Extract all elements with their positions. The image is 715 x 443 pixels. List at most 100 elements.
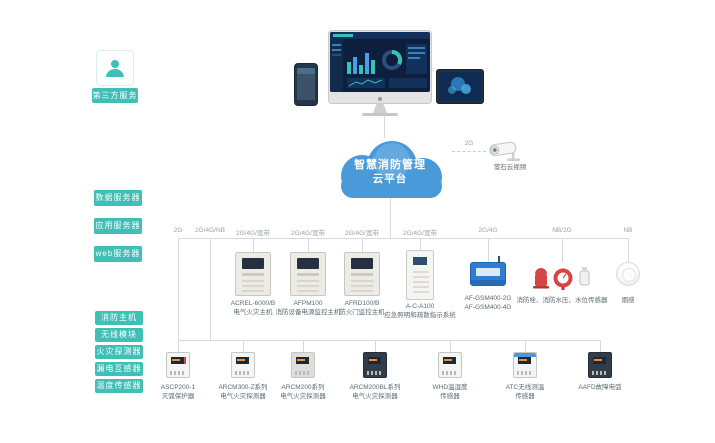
gateway-label-strip bbox=[476, 268, 500, 276]
cabinet-slots bbox=[413, 271, 429, 293]
monitor-stand bbox=[373, 104, 387, 113]
user-icon bbox=[106, 60, 124, 77]
panel-keys bbox=[297, 279, 319, 292]
panel-acrel6000 bbox=[235, 252, 271, 296]
connector-line bbox=[375, 340, 376, 352]
device-desc: 灭弧保护器 bbox=[161, 393, 195, 400]
server-tag-app: 应用服务器 bbox=[94, 218, 142, 234]
meter-led bbox=[369, 359, 377, 361]
connector-line bbox=[253, 238, 254, 252]
meter-terminals bbox=[235, 371, 251, 375]
connector-line bbox=[525, 340, 526, 352]
meter-led bbox=[237, 359, 245, 361]
tablet-screen bbox=[439, 72, 481, 101]
device-desc: 传感器 bbox=[440, 393, 460, 400]
group-tag-fire-host: 消防主机 bbox=[95, 311, 143, 325]
meter-led bbox=[172, 359, 180, 361]
meter-ascp200 bbox=[166, 352, 190, 378]
conn-label: 2G/4G/宽带 bbox=[403, 230, 437, 237]
device-desc: AF-GSM400-4G bbox=[464, 304, 512, 311]
meter-terminals bbox=[517, 371, 533, 375]
device-name: ARCM200系列 bbox=[281, 384, 325, 391]
connector-line bbox=[243, 340, 244, 352]
device-name: AF-GSM400-2G bbox=[464, 295, 512, 302]
device-name: ARCM200BL系列 bbox=[349, 384, 401, 391]
cabinet-aca100 bbox=[406, 250, 434, 300]
tablet bbox=[436, 69, 484, 104]
device-name: WHD温湿度 bbox=[432, 384, 468, 391]
fire-hydrant-sensors-icon bbox=[533, 267, 590, 290]
meter-atc bbox=[513, 352, 537, 378]
bus-line-bottom bbox=[178, 340, 601, 341]
ip-camera-icon bbox=[489, 141, 520, 161]
device-name: ARCM300-Z系列 bbox=[218, 384, 268, 391]
connector-line bbox=[308, 238, 309, 252]
third-party-label: 第三方服务 bbox=[92, 88, 138, 103]
panel-keys bbox=[242, 279, 264, 292]
meter-led bbox=[297, 359, 305, 361]
device-name: AAFD故障电弧 bbox=[578, 384, 622, 391]
uplink-label-2g4gnb: 2G/4G/NB bbox=[195, 227, 225, 234]
device-desc: 防火门监控主机 bbox=[339, 309, 385, 316]
device-name: ASCP200-1 bbox=[160, 384, 196, 391]
panel-afrd100 bbox=[344, 252, 380, 296]
panel-afpm100 bbox=[290, 252, 326, 296]
device-name: A-C-A100 bbox=[405, 303, 435, 310]
cloud-shape bbox=[322, 136, 458, 202]
connector-line bbox=[210, 238, 211, 340]
meter-terminals bbox=[170, 371, 186, 375]
meter-arcm300z bbox=[231, 352, 255, 378]
device-name: AFRD100/B bbox=[344, 300, 380, 307]
monitor-logo-dot bbox=[378, 97, 382, 101]
connector-line bbox=[600, 340, 601, 352]
meter-aafd bbox=[588, 352, 612, 378]
panel-screen bbox=[242, 258, 264, 269]
server-tag-web: web服务器 bbox=[94, 246, 142, 262]
meter-arcm200 bbox=[291, 352, 315, 378]
conn-label: 2G/4G/宽带 bbox=[291, 230, 325, 237]
meter-arcm200bl bbox=[363, 352, 387, 378]
panel-strip bbox=[297, 273, 319, 276]
uplink-label-2g: 2G bbox=[173, 227, 183, 234]
smartphone bbox=[294, 63, 318, 106]
panel-strip bbox=[242, 273, 264, 276]
server-tag-data: 数据服务器 bbox=[94, 190, 142, 206]
smoke-detector bbox=[616, 262, 640, 286]
cloud-title-line2: 云平台 bbox=[372, 173, 408, 185]
camera-conn-label: 2G bbox=[464, 140, 474, 147]
panel-screen bbox=[351, 258, 373, 269]
group-tag-fire-detector: 火灾探测器 bbox=[95, 345, 143, 359]
cloud-title-line1: 智慧消防管理 bbox=[354, 159, 426, 171]
bus-line-top bbox=[178, 238, 629, 239]
device-desc: 电气火灾探测器 bbox=[352, 393, 398, 400]
connector-line bbox=[420, 238, 421, 250]
conn-label: 2G/4G/宽带 bbox=[236, 230, 270, 237]
device-name: ATC无线测温 bbox=[505, 384, 545, 391]
camera-connector-line bbox=[452, 151, 486, 152]
device-desc: 传感器 bbox=[515, 393, 535, 400]
conn-label: 2G/4G/宽带 bbox=[345, 230, 379, 237]
smartphone-screen bbox=[297, 68, 315, 100]
meter-terminals bbox=[367, 371, 383, 375]
meter-terminals bbox=[295, 371, 311, 375]
device-desc: 电气火灾主机 bbox=[233, 309, 273, 316]
device-desc: 应急照明和疏散指示系统 bbox=[384, 312, 456, 319]
cloud-icon bbox=[341, 141, 442, 198]
connector-line bbox=[450, 340, 451, 352]
group-tag-temp-sensor: 温度传感器 bbox=[95, 379, 143, 393]
connector-line bbox=[178, 238, 179, 352]
dashboard-screen bbox=[330, 32, 430, 92]
device-name: ACREL-6000/B bbox=[230, 300, 276, 307]
group-tag-leakage-ct: 漏电互感器 bbox=[95, 362, 143, 376]
device-desc: 消防栓、消防水压、水位传感器 bbox=[516, 297, 608, 304]
gateway-afgsm400 bbox=[470, 256, 506, 286]
device-name: AFPM100 bbox=[293, 300, 323, 307]
panel-screen bbox=[297, 258, 319, 269]
conn-label: 2G/4G bbox=[478, 227, 498, 234]
connector-line bbox=[488, 238, 489, 262]
device-desc: 消防设备电源监控主机 bbox=[275, 309, 341, 316]
connector-line bbox=[303, 340, 304, 352]
monitor-frame bbox=[328, 30, 432, 104]
device-desc: 电气火灾探测器 bbox=[280, 393, 326, 400]
